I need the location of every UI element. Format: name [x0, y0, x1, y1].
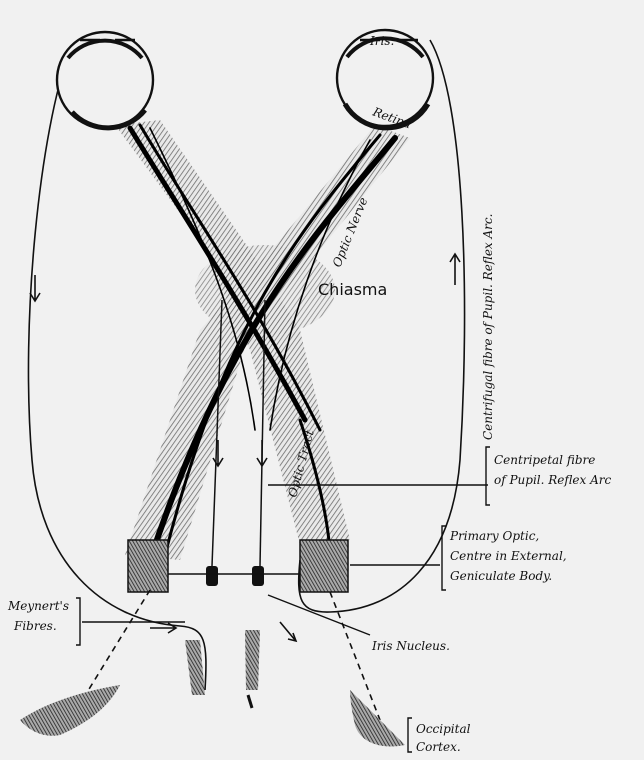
primary-optic-label-line-1: Primary Optic, [449, 529, 539, 543]
occipital-label-line-2: Cortex. [416, 740, 461, 754]
meynert-label-line-1: Meynert's [7, 599, 69, 613]
primary-optic-label-line-2: Centre in External, [450, 549, 567, 563]
centrifugal-label: Centrifugal fibre of Pupil. Reflex Arc. [481, 214, 495, 440]
left-eye [57, 32, 153, 128]
primary-optic-label-line-3: Geniculate Body. [450, 569, 552, 583]
iris-label: Iris. [369, 34, 394, 48]
descending-tracts [185, 630, 260, 708]
left-geniculate-body [128, 540, 168, 592]
leader-lines [76, 447, 490, 752]
right-occipital-cortex [350, 690, 405, 746]
right-geniculate-body [300, 540, 348, 592]
centripetal-label-line-1: Centripetal fibre [494, 453, 595, 467]
meynert-label-line-2: Fibres. [13, 619, 57, 633]
chiasma-label: Chiasma [318, 280, 387, 299]
occipital-label-line-1: Occipital [416, 722, 471, 736]
left-occipital-cortex [20, 685, 120, 736]
left-iris-nucleus [206, 566, 218, 586]
centripetal-label-line-2: of Pupil. Reflex Arc [494, 473, 611, 487]
left-reflex-loop [28, 50, 205, 690]
right-iris-nucleus [252, 566, 264, 586]
iris-nucleus-label: Iris Nucleus. [371, 639, 450, 653]
